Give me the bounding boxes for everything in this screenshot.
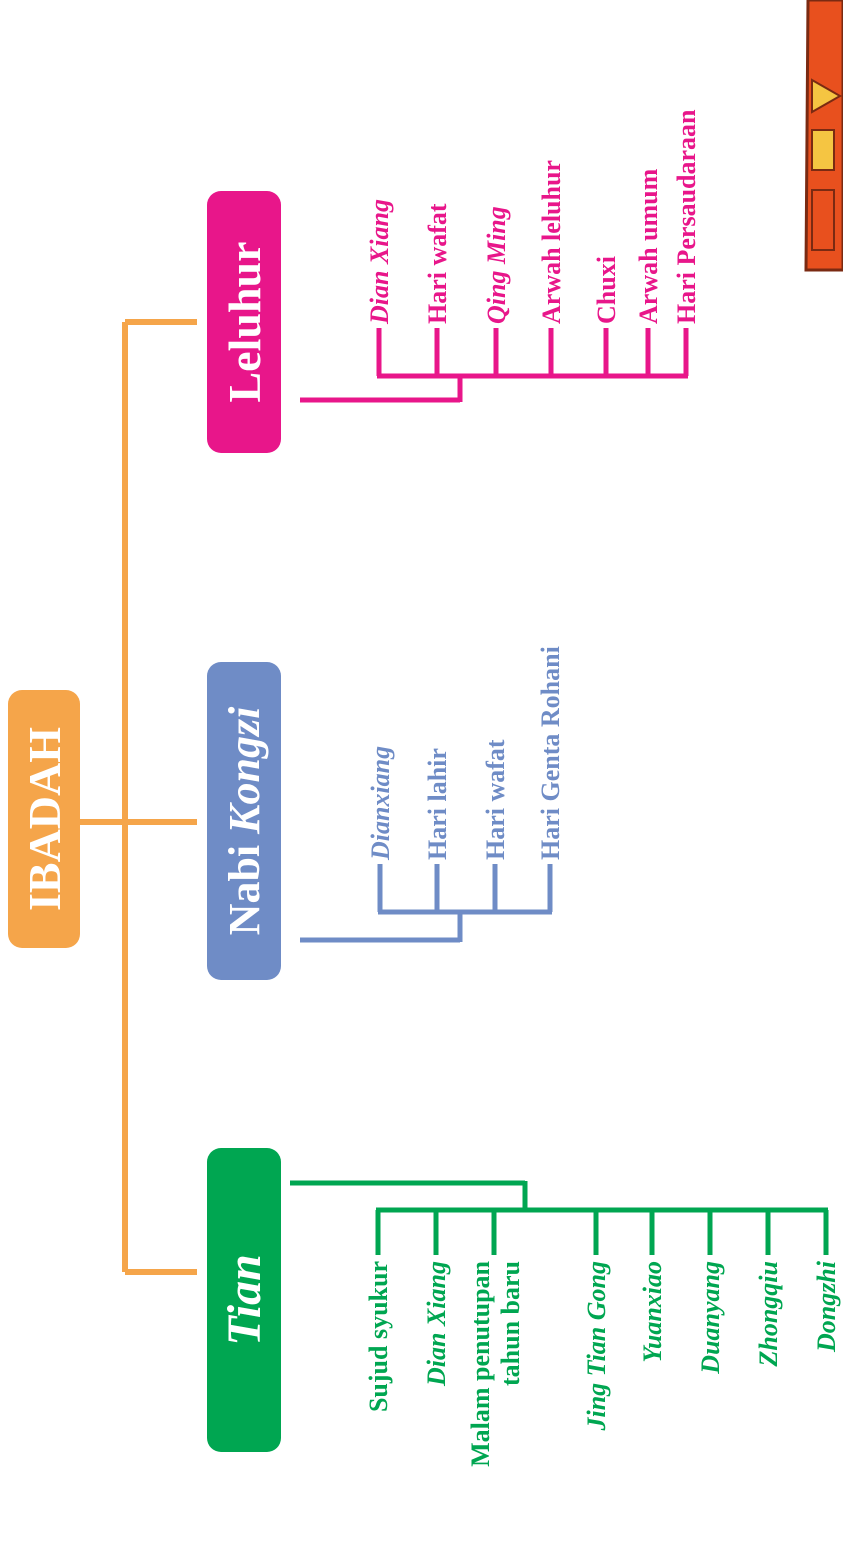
leaf-label-tian: Yuanxiao xyxy=(638,1261,667,1363)
branch-label-tian-part: Tian xyxy=(218,1254,271,1346)
branch-box-kongzi xyxy=(207,662,281,980)
leaf-label-leluhur-part: Qing Ming xyxy=(482,206,511,324)
leaf-label-tian-part: tahun baru xyxy=(496,1261,525,1386)
root-box xyxy=(8,690,80,948)
branch-label-leluhur-part: Leluhur xyxy=(219,241,270,402)
branch-label-tian: Tian xyxy=(218,1254,271,1346)
leaf-label-leluhur-part: Hari Persaudaraan xyxy=(672,109,701,324)
leaf-label-kongzi-part: Hari Genta Rohani xyxy=(536,646,565,860)
logo-stripe xyxy=(811,189,835,251)
leaf-label-tian-part: Dian Xiang xyxy=(422,1261,451,1387)
branch-label-kongzi-part: Nabi xyxy=(220,834,269,935)
leaf-label-tian-part: Sujud syukur xyxy=(364,1261,393,1412)
leaf-label-kongzi-part: Hari wafat xyxy=(481,739,510,860)
leaf-label-tian-part: Dongzhi xyxy=(812,1260,841,1353)
branch-label-leluhur: Leluhur xyxy=(219,241,270,402)
root-label-part: IBADAH xyxy=(19,727,70,911)
leaf-label-tian: Duanyang xyxy=(696,1261,725,1375)
leaf-label-leluhur: Chuxi xyxy=(592,256,621,324)
leaf-label-leluhur-part: Arwah umum xyxy=(634,168,663,324)
leaf-label-leluhur-part: Dian Xiang xyxy=(365,199,394,325)
leaf-label-tian: tahun baru xyxy=(496,1261,525,1386)
branch-box-leluhur xyxy=(207,191,281,453)
leaf-label-leluhur: Arwah leluhur xyxy=(537,160,566,324)
leaf-label-tian: Dian Xiang xyxy=(422,1261,451,1387)
root-label: IBADAH xyxy=(19,727,70,911)
leaf-label-kongzi: Hari Genta Rohani xyxy=(536,646,565,860)
leaf-label-kongzi: Hari lahir xyxy=(423,748,452,860)
leaf-label-tian: Zhongqiu xyxy=(754,1261,783,1368)
logo-arrow xyxy=(811,78,843,114)
leaf-label-leluhur: Qing Ming xyxy=(482,206,511,324)
leaf-label-leluhur-part: Chuxi xyxy=(592,256,621,324)
leaf-label-leluhur: Hari wafat xyxy=(423,203,452,324)
leaf-label-kongzi-part: Dianxiang xyxy=(366,746,395,861)
leaf-label-tian-part: Zhongqiu xyxy=(754,1261,783,1368)
leaf-label-kongzi: Dianxiang xyxy=(366,746,395,861)
branch-label-kongzi: Nabi Kongzi xyxy=(220,706,269,935)
logo-stripe xyxy=(811,129,835,171)
leaf-label-leluhur: Hari Persaudaraan xyxy=(672,109,701,324)
leaf-label-tian-part: Jing Tian Gong xyxy=(582,1261,611,1432)
leaf-label-tian: Jing Tian Gong xyxy=(582,1261,611,1432)
branch-label-kongzi-part: Kongzi xyxy=(220,706,269,835)
leaf-label-kongzi-part: Hari lahir xyxy=(423,748,452,860)
leaf-label-tian: Malam penutupan xyxy=(466,1260,495,1466)
leaf-label-leluhur-part: Arwah leluhur xyxy=(537,160,566,324)
leaf-label-tian-part: Duanyang xyxy=(696,1261,725,1375)
leaf-label-tian: Sujud syukur xyxy=(364,1261,393,1412)
leaf-label-kongzi: Hari wafat xyxy=(481,739,510,860)
book-logo-icon xyxy=(804,0,843,272)
connector-lines xyxy=(80,319,829,1275)
branch-box-tian xyxy=(207,1148,281,1452)
leaf-label-leluhur: Dian Xiang xyxy=(365,199,394,325)
leaf-label-leluhur-part: Hari wafat xyxy=(423,203,452,324)
leaf-label-tian: Dongzhi xyxy=(812,1260,841,1353)
leaf-label-leluhur: Arwah umum xyxy=(634,168,663,324)
leaf-label-tian-part: Yuanxiao xyxy=(638,1261,667,1363)
leaf-label-tian-part: Malam penutupan xyxy=(466,1260,495,1466)
